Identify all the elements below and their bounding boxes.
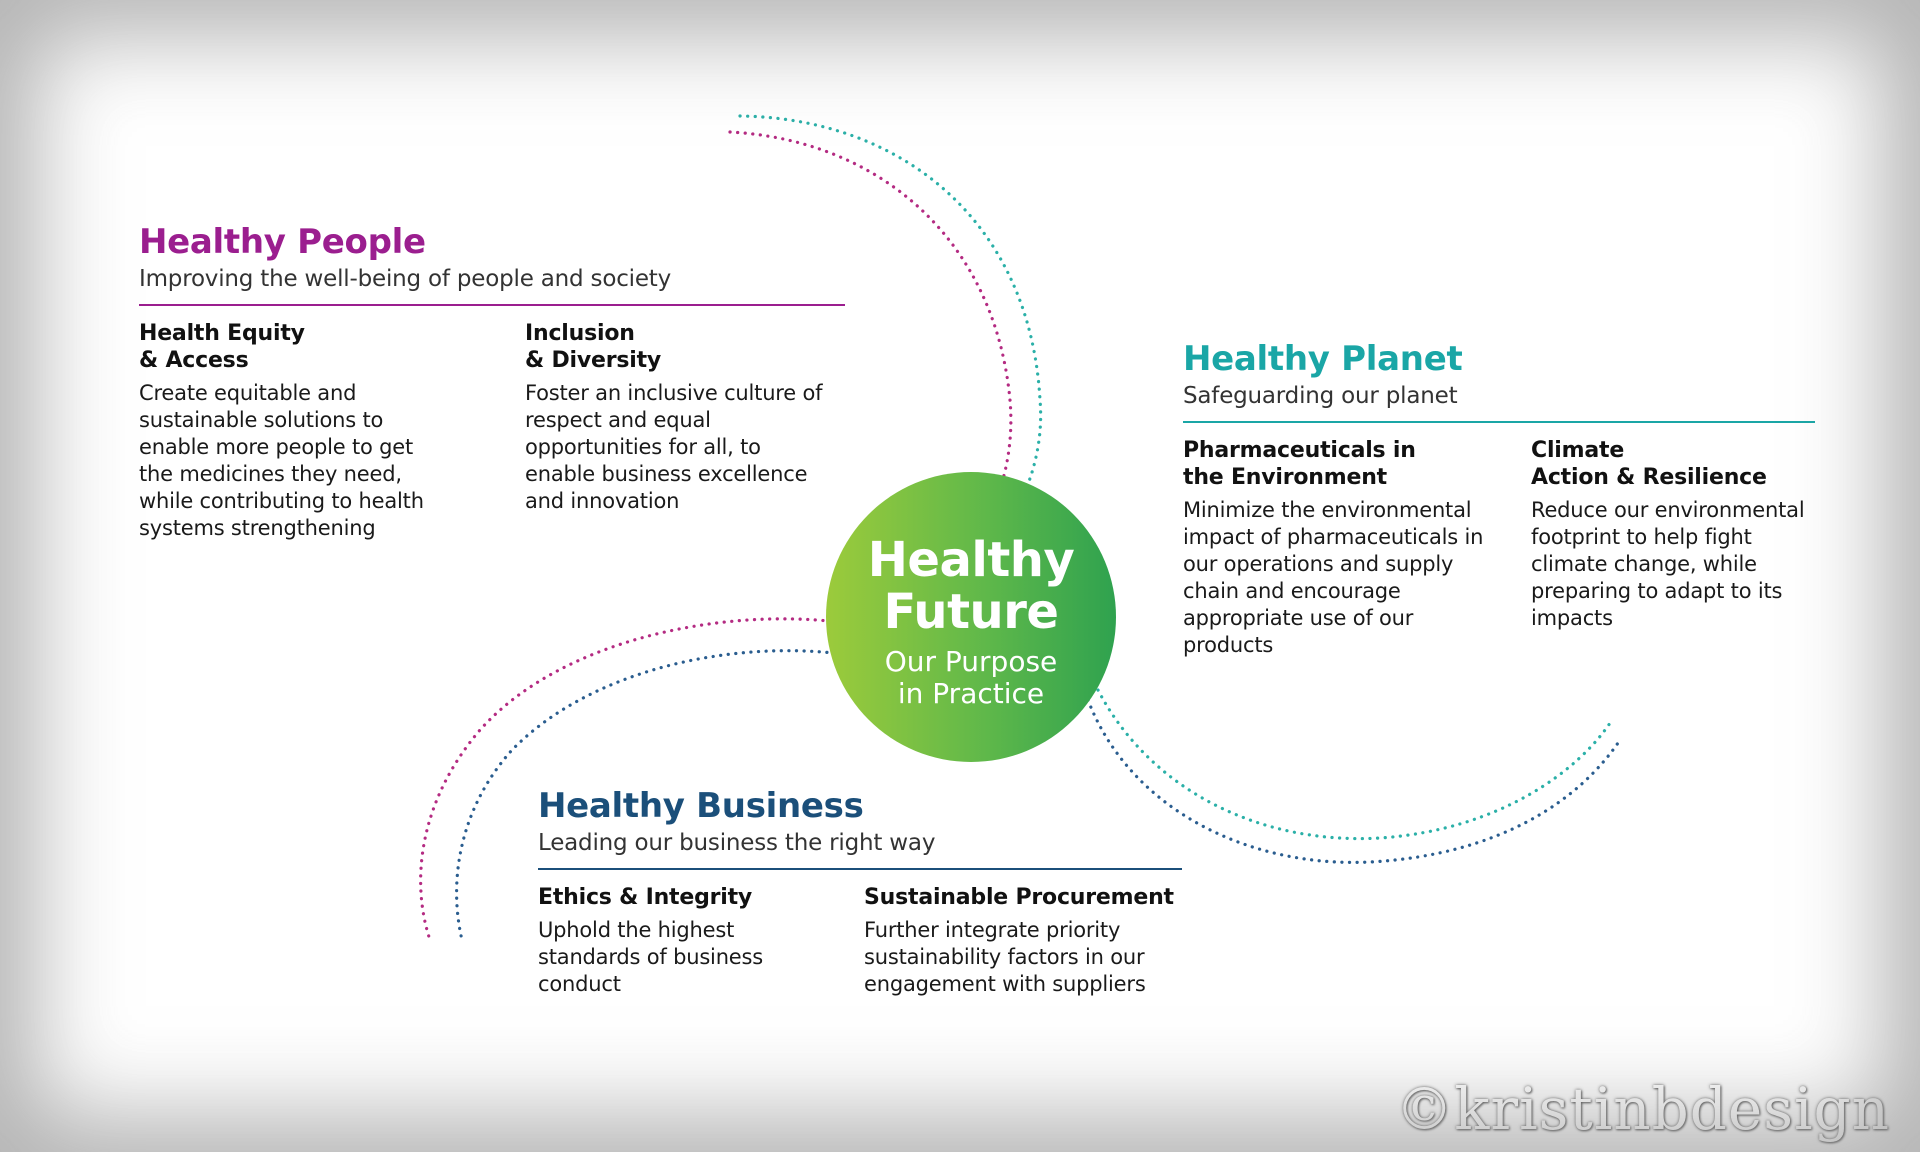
center-circle: Healthy Future Our Purpose in Practice: [826, 472, 1116, 762]
section-healthy-planet: Healthy Planet Safeguarding our planet P…: [1183, 339, 1815, 667]
section-title: Healthy Business: [538, 786, 864, 826]
item-description: Foster an inclusive culture of respect a…: [525, 381, 823, 513]
swirl-arc-top-teal: [738, 114, 1043, 577]
item-title: Ethics & Integrity: [538, 885, 753, 910]
item-health-equity: Health Equity & Access Create equitable …: [139, 320, 469, 542]
item-pharmaceuticals-environment: Pharmaceuticals in the Environment Minim…: [1183, 437, 1513, 659]
item-title: Inclusion & Diversity: [525, 321, 662, 373]
item-title: Health Equity & Access: [139, 321, 305, 373]
center-title: Healthy Future: [867, 532, 1075, 640]
item-sustainable-procurement: Sustainable Procurement Further integrat…: [864, 884, 1182, 998]
item-description: Create equitable and sustainable solutio…: [139, 381, 424, 540]
section-divider: [538, 868, 1182, 870]
section-healthy-people: Healthy People Improving the well-being …: [139, 222, 845, 550]
section-subtitle: Improving the well-being of people and s…: [139, 266, 672, 292]
item-title: Climate Action & Resilience: [1531, 438, 1767, 490]
section-subtitle: Safeguarding our planet: [1183, 383, 1458, 409]
item-description: Uphold the highest standards of business…: [538, 918, 764, 996]
section-divider: [1183, 421, 1815, 423]
item-title: Sustainable Procurement: [864, 885, 1174, 910]
section-items: Pharmaceuticals in the Environment Minim…: [1183, 437, 1815, 667]
item-inclusion-diversity: Inclusion & Diversity Foster an inclusiv…: [525, 320, 845, 515]
item-climate-action: Climate Action & Resilience Reduce our e…: [1531, 437, 1821, 632]
section-divider: [139, 304, 845, 306]
item-ethics-integrity: Ethics & Integrity Uphold the highest st…: [538, 884, 838, 998]
center-subtitle: Our Purpose in Practice: [884, 645, 1058, 710]
section-title: Healthy People: [139, 222, 426, 262]
swirl-arc-right-teal: [1096, 688, 1614, 841]
item-title: Pharmaceuticals in the Environment: [1183, 438, 1416, 490]
swirl-arc-left-magenta: [419, 617, 840, 942]
section-healthy-business: Healthy Business Leading our business th…: [538, 786, 1182, 1004]
section-subtitle: Leading our business the right way: [538, 830, 936, 856]
item-description: Reduce our environmental footprint to he…: [1531, 498, 1805, 630]
section-title: Healthy Planet: [1183, 339, 1463, 379]
item-description: Further integrate priority sustainabilit…: [864, 918, 1146, 996]
watermark: ©kristinbdesign: [1395, 1075, 1890, 1143]
section-items: Ethics & Integrity Uphold the highest st…: [538, 884, 1182, 1004]
item-description: Minimize the environmental impact of pha…: [1183, 498, 1484, 657]
section-items: Health Equity & Access Create equitable …: [139, 320, 845, 550]
